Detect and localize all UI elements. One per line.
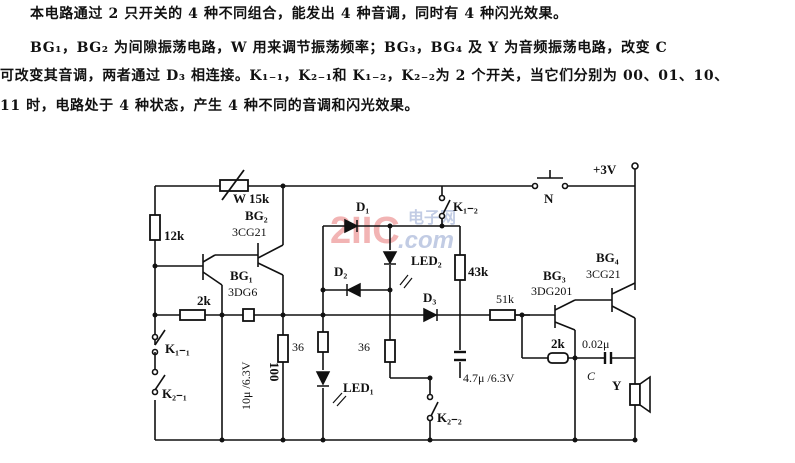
label-d2: D₂ [334,264,347,279]
paragraph-4: 11 时，电路处于 4 种状态，产生 4 种不同的音调和闪光效果。 [0,98,420,114]
led1-icon [315,371,331,386]
resistor-2k-right [547,352,569,364]
resistor-36-b [317,331,329,353]
switch-k11 [154,329,166,346]
speaker-cone-icon [639,375,651,414]
label-bg2-type: 3CG21 [232,225,267,239]
label-12k: 12k [164,228,185,243]
label-bg1: BG₁ [230,268,253,283]
label-bg1-type: 3DG6 [228,285,257,299]
label-bg3: BG₃ [543,268,566,283]
label-2k-left: 2k [197,293,212,308]
switch-k21 [154,374,166,391]
resistor-36-a [277,334,289,363]
label-supply: +3V [593,162,617,177]
label-bg4: BG₄ [596,250,619,265]
label-y: Y [612,378,622,393]
label-bg4-type: 3CG21 [586,267,621,281]
label-2k-right: 2k [551,336,566,351]
junctions [152,183,638,443]
label-c: C [587,369,596,383]
label-36-a: 36 [292,340,304,354]
capacitor-10u [242,308,255,322]
label-0-02u: 0.02μ [582,337,609,351]
potentiometer-arrow-icon [221,169,245,201]
led2-icon [382,251,398,265]
label-47u: 4.7μ /6.3V [463,371,515,385]
watermark: 2IIC 电子网 .com [330,208,456,254]
label-w: W 15k [233,191,270,206]
resistor-43k [454,254,466,281]
resistor-2k-left [179,309,206,321]
label-k22: K₂₋₂ [437,410,462,425]
label-led2: LED₂ [411,253,442,268]
resistor-12k [149,214,161,241]
label-10u: 10μ /6.3V [239,361,253,410]
label-bg2: BG₂ [245,208,268,223]
wires [154,168,636,441]
label-d1: D₁ [356,199,369,214]
paragraph-1: 本电路通过 2 只开关的 4 种不同组合，能发出 4 种音调，同时有 4 种闪光… [30,6,568,22]
label-bg3-type: 3DG201 [531,284,572,298]
potentiometer-w [219,179,249,192]
label-k11: K₁₋₁ [165,341,190,356]
paragraph-2: BG₁，BG₂ 为间隙振荡电路，W 用来调节振荡频率；BG₃，BG₄ 及 Y 为… [30,40,668,56]
resistor-51k [489,309,516,321]
label-43k: 43k [468,264,489,279]
label-100: 100 [267,362,282,382]
paragraph-3: 可改变其音调，两者通过 D₃ 相连接。K₁₋₁，K₂₋₁和 K₁₋₂，K₂₋₂为… [0,68,729,84]
diode-d2-icon [346,282,361,298]
label-led1: LED₁ [343,380,374,395]
label-k12: K₁₋₂ [453,199,478,214]
speaker-y-icon [629,383,641,406]
resistor-36-c [384,339,396,363]
diode-d3-icon [423,307,438,323]
watermark-sub1: 电子网 [408,208,456,227]
label-k21: K₂₋₁ [162,386,187,401]
label-36-b: 36 [358,340,370,354]
label-51k: 51k [496,292,514,306]
diode-d1-icon [344,218,359,234]
watermark-sub2: .com [398,227,454,254]
watermark-main: 2IIC [330,210,400,252]
label-d3: D₃ [423,290,436,305]
label-n: N [544,191,554,206]
